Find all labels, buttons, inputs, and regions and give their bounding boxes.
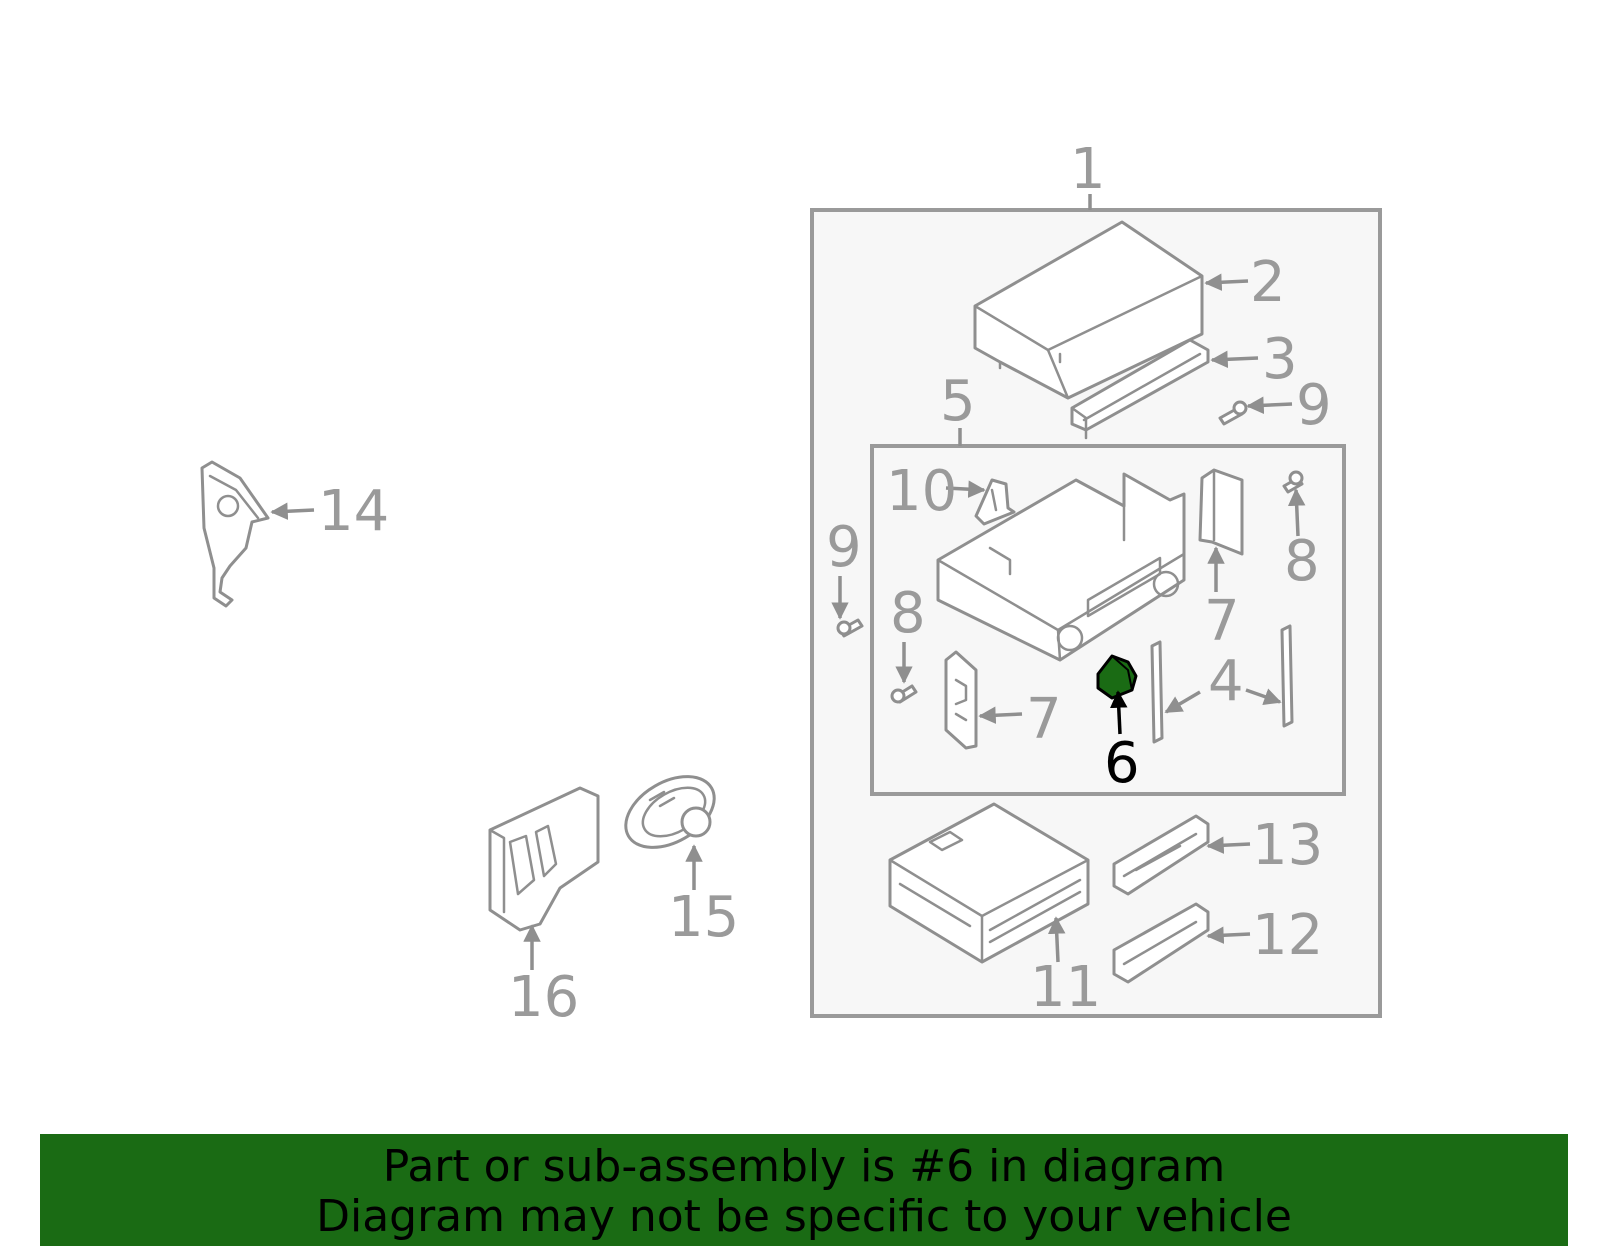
info-banner: Part or sub-assembly is #6 in diagram Di… xyxy=(40,1134,1568,1246)
callout-1: 1 xyxy=(1070,137,1106,202)
callout-9-lower: 9 xyxy=(826,515,862,580)
part-6-knob-highlighted[interactable] xyxy=(1096,654,1138,700)
part-4-strip-left[interactable] xyxy=(1150,640,1164,744)
callout-15: 15 xyxy=(668,885,739,950)
callout-11: 11 xyxy=(1030,955,1101,1020)
part-2-cover[interactable] xyxy=(973,220,1204,400)
callout-9-upper: 9 xyxy=(1296,373,1332,438)
callout-13: 13 xyxy=(1252,813,1323,878)
callout-2: 2 xyxy=(1250,250,1286,315)
part-5-housing[interactable] xyxy=(936,472,1186,662)
part-3-bracket[interactable] xyxy=(1070,338,1210,440)
callout-3: 3 xyxy=(1262,327,1298,392)
part-7-plate-left[interactable] xyxy=(944,650,978,750)
part-7-plate-right[interactable] xyxy=(1198,468,1244,556)
callout-4: 4 xyxy=(1208,649,1244,714)
banner-line-2: Diagram may not be specific to your vehi… xyxy=(316,1191,1292,1242)
callout-6: 6 xyxy=(1104,731,1140,796)
part-8-screw-left[interactable] xyxy=(890,684,918,704)
part-4-strip-right[interactable] xyxy=(1280,624,1294,728)
part-11-radio-unit[interactable] xyxy=(888,802,1090,964)
callout-8-left: 8 xyxy=(890,581,926,646)
banner-line-1: Part or sub-assembly is #6 in diagram xyxy=(382,1141,1226,1192)
part-16-bracket[interactable] xyxy=(488,786,600,932)
callout-16: 16 xyxy=(508,965,579,1030)
callout-8-right: 8 xyxy=(1284,529,1320,594)
callout-10: 10 xyxy=(886,459,957,524)
callout-7-right: 7 xyxy=(1204,589,1240,654)
callout-5: 5 xyxy=(940,369,976,434)
part-10-clip[interactable] xyxy=(974,478,1016,526)
callout-14: 14 xyxy=(318,479,389,544)
part-15-speaker[interactable] xyxy=(613,762,726,862)
part-9-screw-lower[interactable] xyxy=(836,618,864,638)
part-14-wire-bracket[interactable] xyxy=(200,460,270,608)
part-9-screw-upper[interactable] xyxy=(1218,400,1248,426)
callout-7-left: 7 xyxy=(1026,687,1062,752)
callout-12: 12 xyxy=(1252,903,1323,968)
